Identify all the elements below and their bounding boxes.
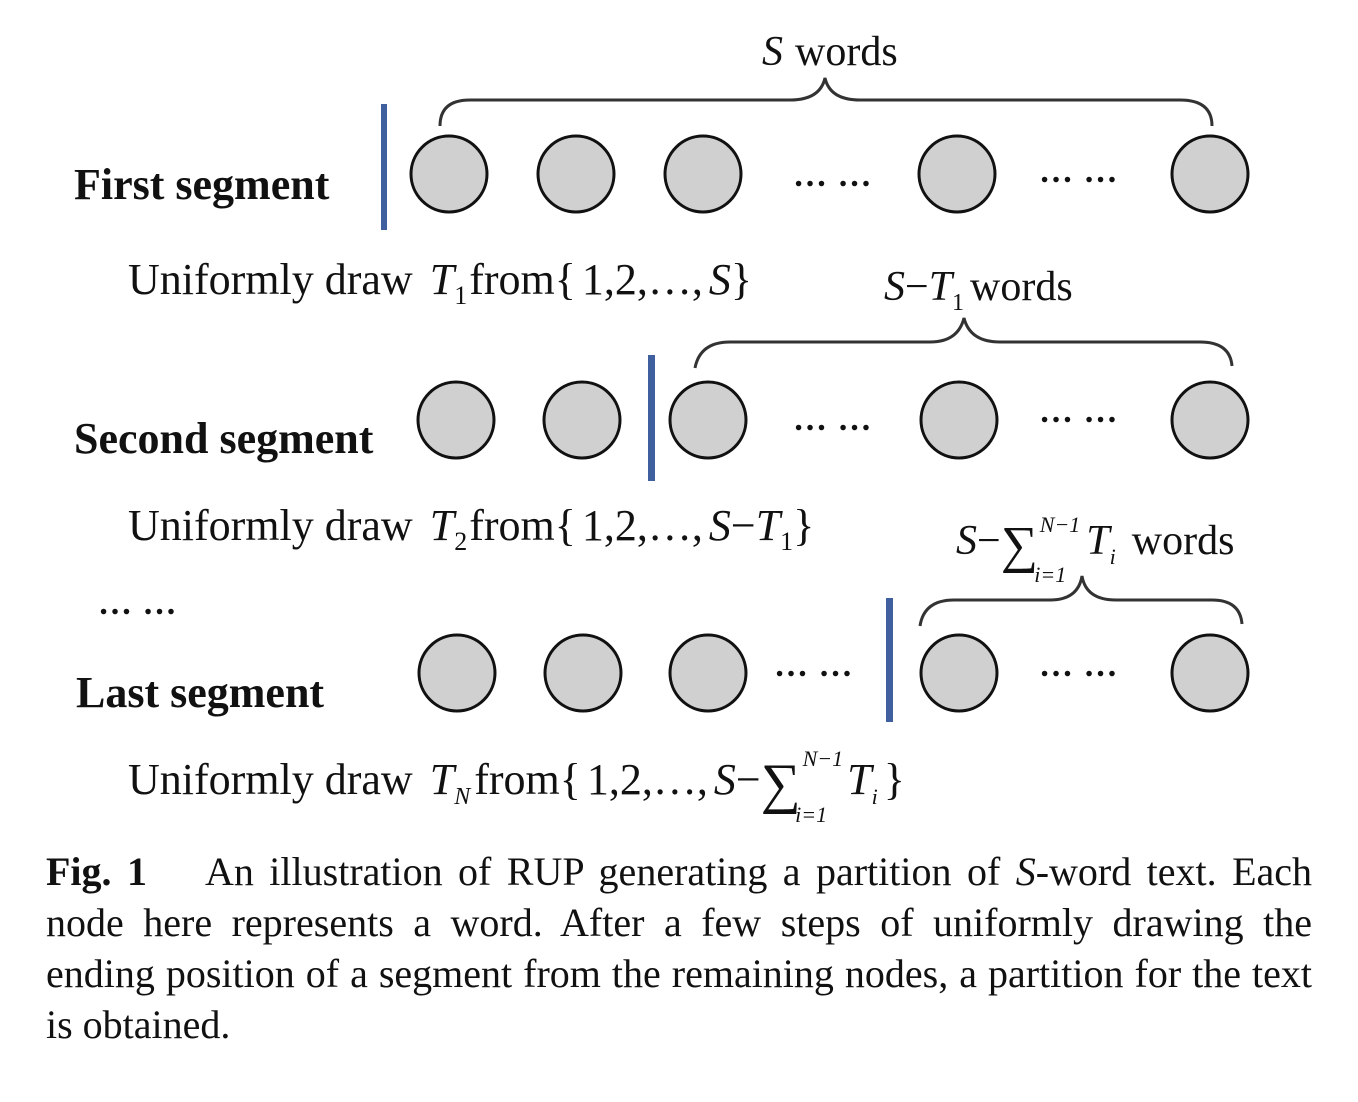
brace-second — [693, 317, 1234, 369]
caption-text: -word text. Each node here represents a … — [46, 849, 1313, 1047]
ellipsis-between-segments: … … — [98, 585, 178, 622]
brace-first — [438, 77, 1214, 127]
segment-divider-second — [648, 355, 655, 481]
brace-last — [918, 575, 1244, 627]
word-nodes-first — [409, 134, 1250, 214]
word-node — [663, 134, 743, 214]
ellipsis-between-nodes: … … — [793, 157, 873, 194]
ellipsis-between-nodes: … … — [1039, 647, 1119, 684]
word-node — [536, 134, 616, 214]
word-node — [409, 134, 489, 214]
ellipsis-between-nodes: … … — [774, 647, 854, 684]
word-node — [668, 380, 748, 460]
word-nodes-last — [417, 633, 1250, 713]
word-node — [668, 633, 748, 713]
segment-label-last: Last segment — [76, 668, 324, 717]
draw-rule-first: Uniformly draw T1from{1,2,…,S} — [128, 255, 752, 310]
word-node — [1170, 633, 1250, 713]
word-node — [416, 380, 496, 460]
word-node — [919, 633, 999, 713]
segment-label-second: Second segment — [74, 414, 374, 463]
segment-divider-first — [381, 104, 387, 230]
segment-label-first: First segment — [74, 160, 330, 209]
segment-divider-last — [886, 598, 893, 722]
draw-rule-second: Uniformly draw T2from{1,2,…,S−T1} — [128, 501, 814, 556]
word-node — [417, 633, 497, 713]
ellipsis-between-nodes: … … — [1039, 393, 1119, 430]
caption-variable: S — [1015, 849, 1036, 894]
word-node — [542, 380, 622, 460]
word-nodes-second — [416, 380, 1250, 460]
figure-caption: Fig. 1 An illustration of RUP generating … — [46, 846, 1312, 1050]
figure-label: Fig. 1 — [46, 849, 147, 894]
word-node — [1170, 380, 1250, 460]
ellipsis-between-nodes: … … — [1039, 153, 1119, 190]
word-node — [1170, 134, 1250, 214]
ellipsis-between-nodes: … … — [793, 401, 873, 438]
word-node — [917, 134, 997, 214]
word-node — [919, 380, 999, 460]
word-node — [543, 633, 623, 713]
caption-text: An illustration of RUP generating a part… — [204, 849, 1016, 894]
